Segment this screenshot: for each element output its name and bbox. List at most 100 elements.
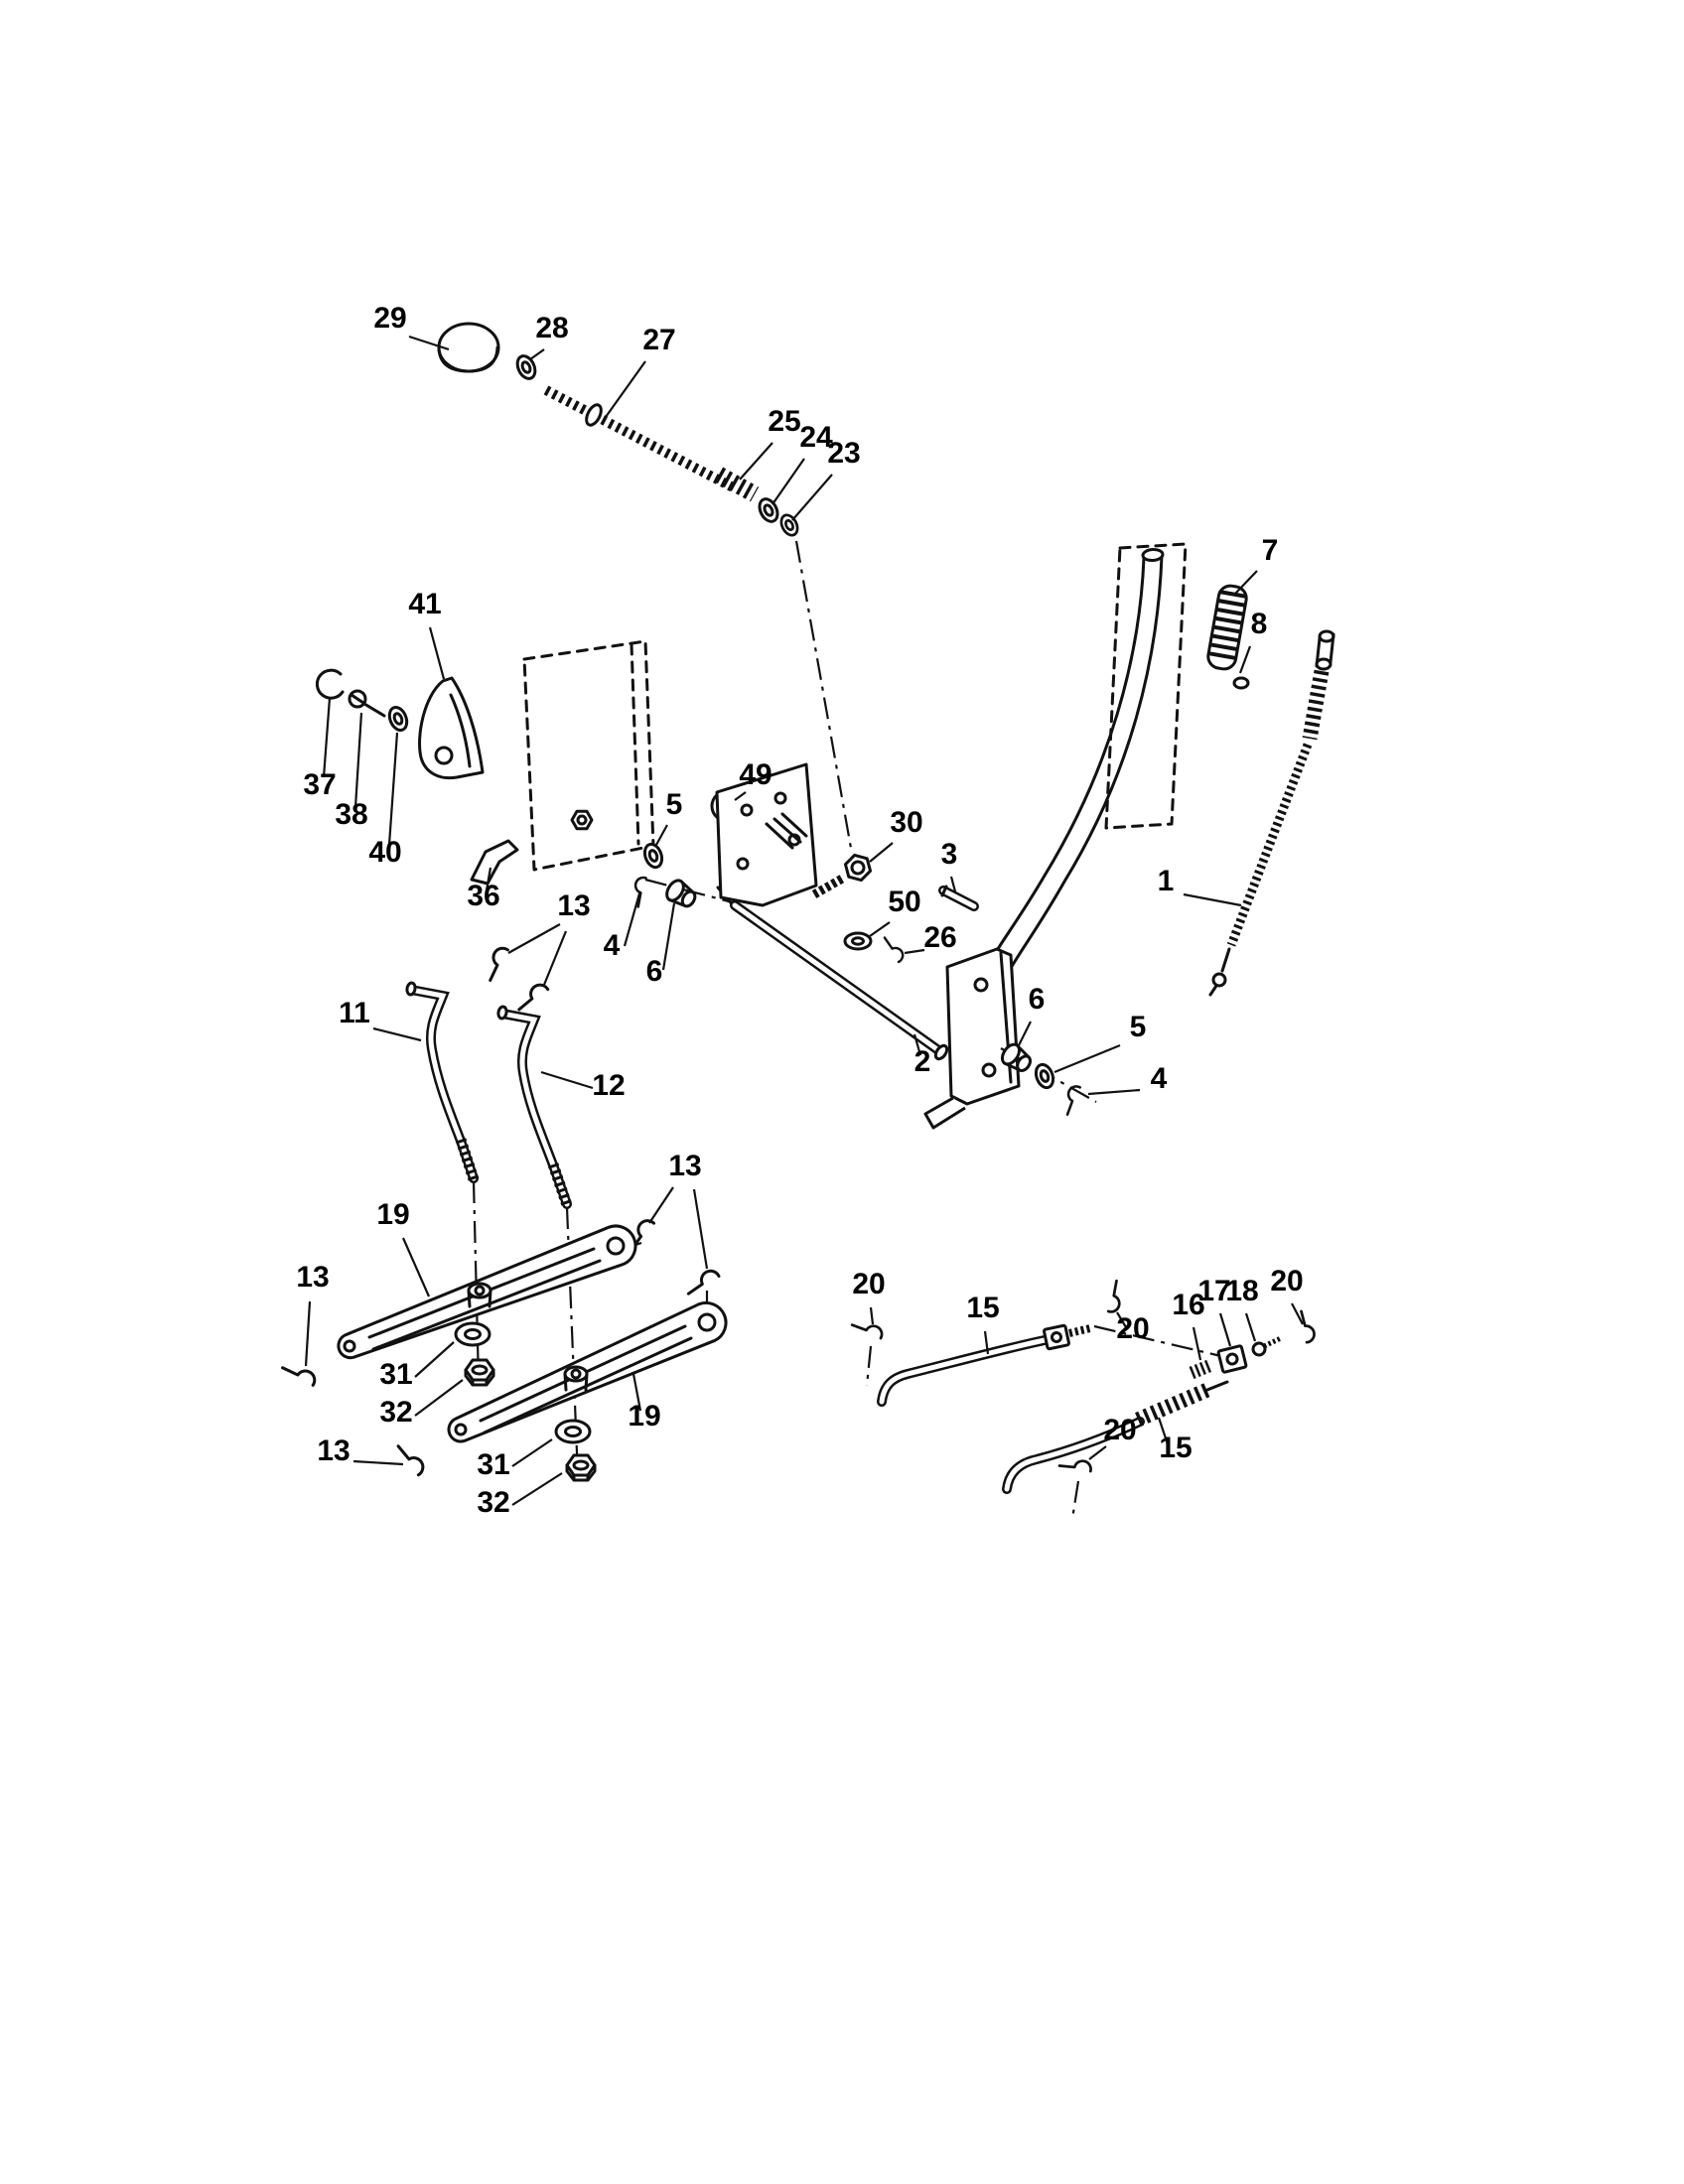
part-link-15-upper [877, 1323, 1091, 1407]
part-spring-25 [714, 467, 760, 502]
callout-leader-37 [322, 697, 332, 778]
callout-leader-38 [353, 712, 363, 808]
callout-32: 32 [379, 1396, 412, 1429]
callout-leader-5 [655, 824, 668, 846]
callout-49: 49 [739, 758, 772, 791]
callout-16: 16 [1172, 1289, 1204, 1321]
part-lift-rod-11 [405, 981, 480, 1183]
callout-13: 13 [557, 889, 590, 922]
callout-38: 38 [335, 798, 367, 831]
callout-3: 3 [941, 838, 958, 871]
part-washer-24 [754, 494, 783, 526]
callout-26: 26 [923, 921, 956, 954]
callout-5: 5 [1130, 1011, 1147, 1043]
callout-leader-31 [511, 1438, 553, 1467]
callout-leader-32 [414, 1379, 464, 1417]
callout-24: 24 [799, 421, 833, 454]
callout-leader-19 [632, 1373, 642, 1412]
part-clip-20 [850, 1314, 886, 1348]
callout-leader-27 [605, 360, 646, 418]
callout-leader-28 [529, 348, 545, 360]
part-nut-32 [565, 1453, 597, 1482]
part-mounting-plate [715, 762, 818, 907]
callout-leader-19 [401, 1237, 431, 1297]
part-bolt-18 [1251, 1335, 1283, 1357]
callout-leader-13 [542, 930, 568, 986]
callout-20: 20 [852, 1268, 885, 1300]
weld-nut-on-plate [570, 809, 594, 831]
callout-leader-13 [304, 1300, 312, 1367]
callout-31: 31 [379, 1358, 412, 1391]
callout-11: 11 [339, 997, 370, 1029]
part-spring-16 [1189, 1358, 1214, 1380]
callout-leader-13 [692, 1188, 709, 1270]
callout-leader-40 [387, 732, 399, 846]
part-clip-13 [517, 980, 550, 1016]
callout-23: 23 [827, 437, 860, 470]
callout-2: 2 [914, 1045, 931, 1078]
callout-leader-8 [1238, 645, 1252, 674]
callout-1: 1 [1158, 865, 1175, 897]
callout-50: 50 [888, 886, 920, 918]
callout-32: 32 [477, 1486, 509, 1519]
callout-37: 37 [303, 768, 336, 801]
part-clip-26 [878, 936, 908, 964]
callout-31: 31 [477, 1448, 509, 1481]
callout-13: 13 [317, 1434, 350, 1467]
callout-leader-12 [540, 1070, 594, 1090]
centerline-left-bushings [644, 878, 730, 903]
callout-30: 30 [890, 806, 922, 839]
callout-13: 13 [668, 1150, 701, 1182]
callout-25: 25 [768, 405, 800, 438]
centerline-wire-to-bolt [794, 540, 854, 855]
callout-leader-16 [1192, 1326, 1202, 1361]
handle-dashed-guide [1104, 542, 1188, 830]
callout-leader-18 [1244, 1312, 1257, 1342]
part-bushing-6-left [661, 876, 701, 913]
dashed-reference-plate [522, 639, 655, 872]
callout-20: 20 [1116, 1312, 1149, 1345]
callout-leader-4 [1087, 1088, 1141, 1096]
callout-leader-2 [912, 1033, 922, 1056]
part-trunnion-17 [1216, 1344, 1248, 1374]
callout-19: 19 [628, 1400, 660, 1433]
callout-leader-32 [511, 1472, 563, 1506]
callout-leader-36 [485, 867, 492, 891]
callout-leader-5 [1053, 1043, 1121, 1074]
callout-leader-31 [414, 1341, 455, 1378]
callout-leader-15 [983, 1330, 990, 1355]
part-knob-29 [437, 322, 500, 373]
callout-leader-49 [734, 791, 747, 801]
callout-40: 40 [368, 836, 401, 869]
callout-41: 41 [408, 588, 441, 620]
part-clip-13 [686, 1265, 722, 1302]
part-clip-20 [1287, 1309, 1324, 1346]
part-washer-50 [843, 931, 873, 951]
callout-15: 15 [966, 1292, 999, 1324]
part-lift-arm-19-lower [447, 1300, 728, 1443]
centerline-link-to-trunnion [1093, 1324, 1226, 1359]
part-bolt-38 [348, 689, 386, 718]
part-lift-handle [923, 547, 1165, 1130]
callout-4: 4 [1151, 1062, 1168, 1095]
callout-17: 17 [1197, 1275, 1230, 1307]
callout-leader-50 [869, 921, 891, 937]
part-clip-13 [281, 1358, 318, 1394]
part-washer-5-left [639, 840, 667, 872]
part-washer-40 [384, 703, 412, 735]
callout-19: 19 [376, 1198, 409, 1231]
callout-12: 12 [592, 1069, 625, 1102]
callout-leader-13 [507, 923, 561, 954]
part-shoulder-bolt-30 [811, 853, 873, 898]
part-washer-5-right [1031, 1060, 1058, 1092]
callout-29: 29 [373, 302, 406, 335]
callout-leader-41 [428, 626, 446, 680]
callout-leader-20 [1291, 1302, 1304, 1325]
part-pin-3 [938, 885, 979, 911]
callout-leader-20 [869, 1306, 875, 1325]
callout-leader-7 [1234, 570, 1258, 595]
callout-leader-17 [1218, 1312, 1232, 1347]
